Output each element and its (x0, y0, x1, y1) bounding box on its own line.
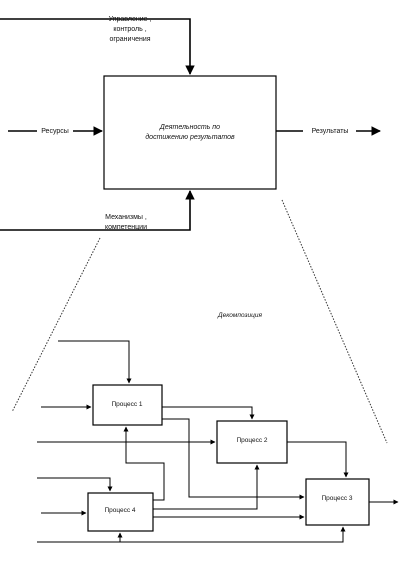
process3-box (305, 478, 370, 526)
mechanisms-label-line2: компетенции (105, 224, 147, 231)
process1-label: Процесс 1 (111, 401, 142, 408)
mechanism-arrow (0, 190, 195, 231)
inputs-label: Ресурсы (41, 128, 69, 135)
process3-label: Процесс 3 (321, 495, 352, 502)
process2-box (216, 420, 288, 464)
activity-label-line1: Деятельность по (159, 124, 220, 131)
p1-to-p3-arrow (162, 418, 305, 500)
control-label-line3: ограничения (109, 36, 150, 43)
control-label-line2: контроль , (113, 26, 146, 33)
p3-input-arrow (37, 477, 113, 492)
p1-to-p2-arrow (162, 406, 255, 420)
outputs-label: Результаты (312, 128, 349, 135)
control-arrow (0, 18, 195, 75)
process4-label: Процесс 4 (104, 507, 135, 514)
decomposition-line-left (11, 237, 101, 413)
process1-box (92, 384, 163, 426)
p4-to-p1-feedback (123, 426, 165, 501)
process2-label: Процесс 2 (236, 437, 267, 444)
decomposition-label: Декомпозиция (217, 312, 262, 319)
activity-box (103, 75, 277, 190)
decomposition-line-right (281, 199, 388, 444)
p4-to-p2-arrow (153, 464, 260, 510)
control-label-line1: Управление , (109, 16, 152, 23)
mechanisms-label-line1: Механизмы , (105, 214, 147, 221)
activity-label-line2: достижению результатов (145, 133, 235, 141)
p2-to-p3-arrow (287, 441, 349, 478)
process4-box (87, 492, 154, 532)
p1-control-arrow (58, 340, 132, 384)
bottom-mechanism-line (37, 526, 346, 543)
